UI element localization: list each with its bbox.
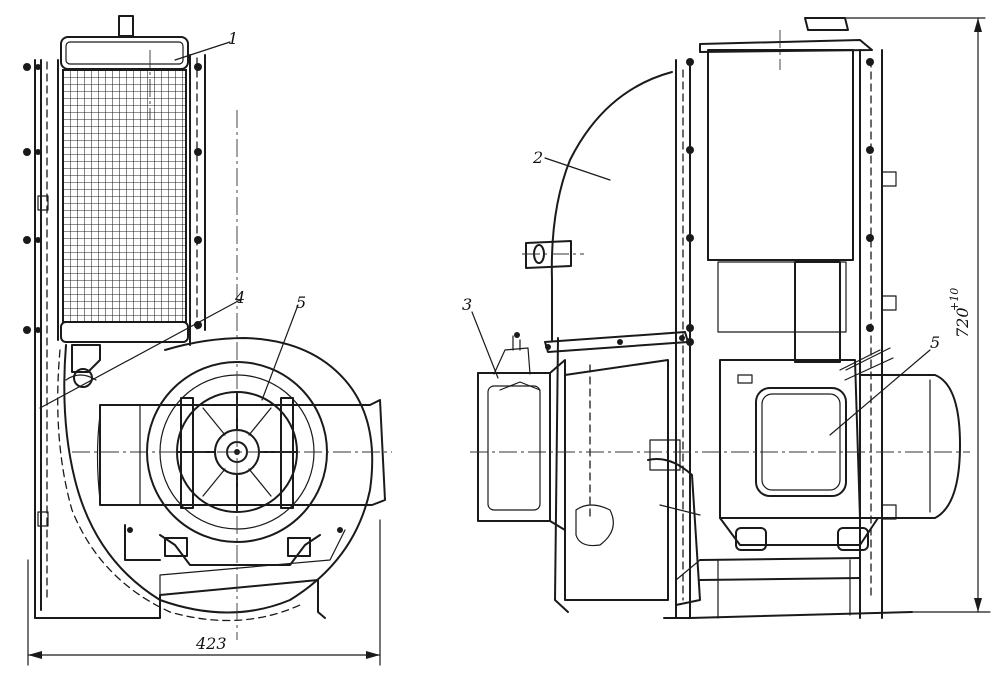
- outlet: [477, 332, 566, 531]
- base-skid: [34, 579, 326, 619]
- radiator-bottom-tank: [60, 321, 189, 343]
- motor-body: [99, 399, 386, 506]
- callout-radiator: 1: [228, 29, 238, 48]
- front-view: [23, 15, 392, 666]
- callout-motor-front: 5: [296, 293, 306, 312]
- bracket: [71, 344, 101, 373]
- callout-outlet: 3: [462, 295, 472, 314]
- height-dimension: 720 +10: [829, 17, 991, 613]
- mounting-plate: [544, 331, 689, 353]
- width-dimension: 423: [27, 634, 381, 659]
- callout-fan-casing: 2: [532, 148, 543, 167]
- side-callouts: 2 3 5: [462, 148, 940, 436]
- motor-side: [719, 347, 961, 519]
- fan-casing-curve: [550, 71, 673, 341]
- callout-motor-side: 5: [930, 333, 940, 352]
- scroll-casing: [63, 337, 374, 614]
- radiator-core-mesh: [62, 69, 187, 323]
- height-value: 720: [953, 307, 972, 338]
- filler-cap: [118, 15, 134, 37]
- width-value: 423: [195, 634, 227, 653]
- top-neck: [804, 17, 849, 31]
- height-tolerance: +10: [948, 288, 961, 311]
- side-tank: [707, 49, 854, 261]
- front-callouts: 1 4 5: [39, 29, 306, 409]
- frame-bolts: [23, 63, 202, 527]
- side-view: [470, 17, 970, 619]
- callout-bracket: 4: [234, 288, 245, 307]
